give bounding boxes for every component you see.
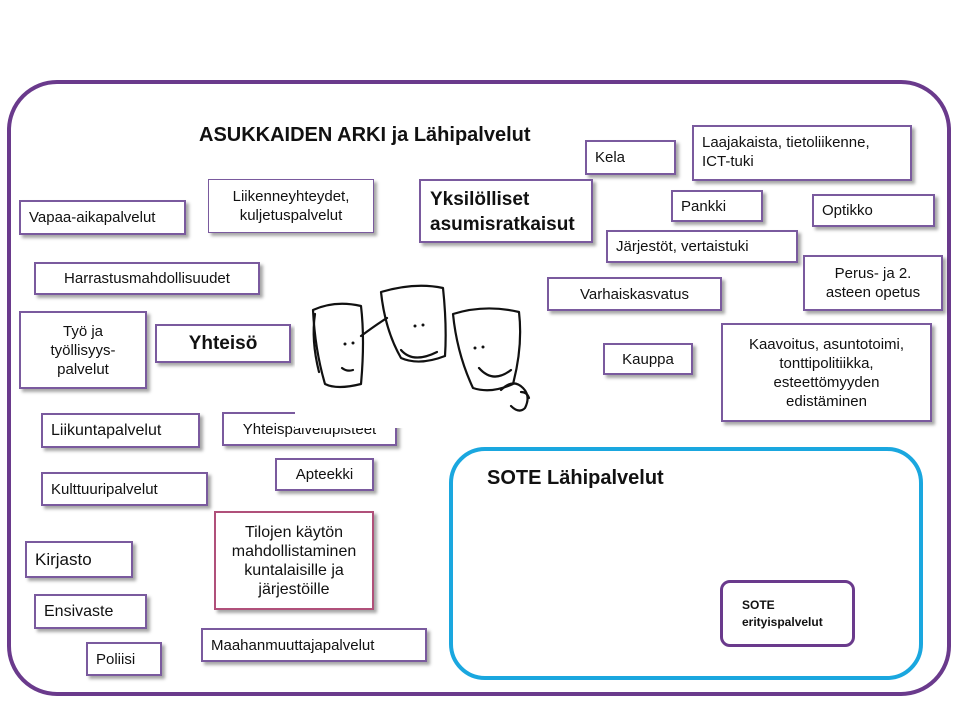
sote-erityispalvelut-line2: erityispalvelut: [742, 615, 823, 629]
box-tilojen-kaytto-line4: järjestöille: [258, 580, 330, 598]
box-yhteiso-label: Yhteisö: [188, 333, 258, 354]
box-kaavoitus-line3: esteettömyyden: [773, 373, 880, 391]
box-yksilolliset-line1: Yksilölliset: [430, 189, 530, 210]
box-vapaa-aikapalvelut-label: Vapaa-aikapalvelut: [29, 209, 156, 226]
box-tyollisyyspalvelut-line2: työllisyys-: [50, 341, 116, 359]
box-tyollisyyspalvelut-line3: palvelut: [57, 360, 109, 378]
box-kirjasto: Kirjasto: [25, 541, 133, 578]
box-optikko-label: Optikko: [822, 202, 873, 219]
sote-erityispalvelut-box: SOTE erityispalvelut: [720, 580, 855, 647]
outer-frame: [7, 80, 951, 696]
box-laajakaista-line2: ICT-tuki: [702, 153, 754, 170]
sote-title: SOTE Lähipalvelut: [487, 467, 664, 489]
box-varhaiskasvatus: Varhaiskasvatus: [547, 277, 722, 311]
box-yhteiso: Yhteisö: [155, 324, 291, 363]
box-vapaa-aikapalvelut: Vapaa-aikapalvelut: [19, 200, 186, 235]
community-figures-illustration: [295, 280, 543, 428]
box-maahanmuuttajapalvelut: Maahanmuuttajapalvelut: [201, 628, 427, 662]
box-perusopetus-line2: asteen opetus: [825, 284, 921, 301]
box-perusopetus: Perus- ja 2. asteen opetus: [803, 255, 943, 311]
box-tilojen-kaytto: Tilojen käytön mahdollistaminen kuntalai…: [214, 511, 374, 610]
box-apteekki: Apteekki: [275, 458, 374, 491]
box-kaavoitus: Kaavoitus, asuntotoimi, tonttipolitiikka…: [721, 323, 932, 422]
box-kaavoitus-line4: edistäminen: [786, 392, 867, 410]
box-jarjestot: Järjestöt, vertaistuki: [606, 230, 798, 263]
box-jarjestot-label: Järjestöt, vertaistuki: [616, 238, 749, 255]
box-tilojen-kaytto-line2: mahdollistaminen: [231, 542, 357, 560]
box-yksilolliset: Yksilölliset asumisratkaisut: [419, 179, 593, 243]
box-kaavoitus-line2: tonttipolitiikka,: [779, 354, 874, 372]
box-maahanmuuttajapalvelut-label: Maahanmuuttajapalvelut: [211, 636, 375, 654]
box-ensivaste-label: Ensivaste: [44, 603, 114, 620]
box-apteekki-label: Apteekki: [295, 466, 354, 483]
box-yksilolliset-line2: asumisratkaisut: [430, 214, 575, 235]
box-kirjasto-label: Kirjasto: [35, 550, 92, 569]
box-harrastusmahdollisuudet: Harrastusmahdollisuudet: [34, 262, 260, 295]
box-harrastusmahdollisuudet-label: Harrastusmahdollisuudet: [64, 270, 230, 287]
box-optikko: Optikko: [812, 194, 935, 227]
box-ensivaste: Ensivaste: [34, 594, 147, 629]
box-kela-label: Kela: [595, 149, 626, 166]
box-kaavoitus-line1: Kaavoitus, asuntotoimi,: [748, 335, 905, 353]
box-kela: Kela: [585, 140, 676, 175]
box-poliisi-label: Poliisi: [96, 650, 136, 668]
sote-area: [449, 447, 923, 680]
box-kauppa: Kauppa: [603, 343, 693, 375]
box-liikenneyhteydet-line1: Liikenneyhteydet,: [232, 188, 350, 205]
box-liikuntapalvelut-label: Liikuntapalvelut: [51, 422, 162, 439]
box-pankki-label: Pankki: [681, 197, 727, 215]
box-varhaiskasvatus-label: Varhaiskasvatus: [580, 285, 689, 303]
box-tilojen-kaytto-line3: kuntalaisille ja: [244, 561, 344, 579]
box-tyollisyyspalvelut-line1: Työ ja: [62, 322, 104, 340]
box-pankki: Pankki: [671, 190, 763, 222]
box-liikenneyhteydet-line2: kuljetuspalvelut: [239, 207, 343, 224]
box-perusopetus-line1: Perus- ja 2.: [834, 265, 912, 282]
box-liikenneyhteydet: Liikenneyhteydet, kuljetuspalvelut: [208, 179, 374, 233]
box-tilojen-kaytto-line1: Tilojen käytön: [244, 523, 344, 541]
box-poliisi: Poliisi: [86, 642, 162, 676]
sote-erityispalvelut-line1: SOTE: [742, 598, 775, 612]
diagram-title: ASUKKAIDEN ARKI ja Lähipalvelut: [199, 124, 531, 146]
box-liikuntapalvelut: Liikuntapalvelut: [41, 413, 200, 448]
box-laajakaista-line1: Laajakaista, tietoliikenne,: [702, 134, 870, 151]
box-kulttuuripalvelut-label: Kulttuuripalvelut: [51, 480, 158, 498]
box-laajakaista: Laajakaista, tietoliikenne, ICT-tuki: [692, 125, 912, 181]
box-kulttuuripalvelut: Kulttuuripalvelut: [41, 472, 208, 506]
box-kauppa-label: Kauppa: [622, 350, 674, 368]
box-tyollisyyspalvelut: Työ ja työllisyys- palvelut: [19, 311, 147, 389]
